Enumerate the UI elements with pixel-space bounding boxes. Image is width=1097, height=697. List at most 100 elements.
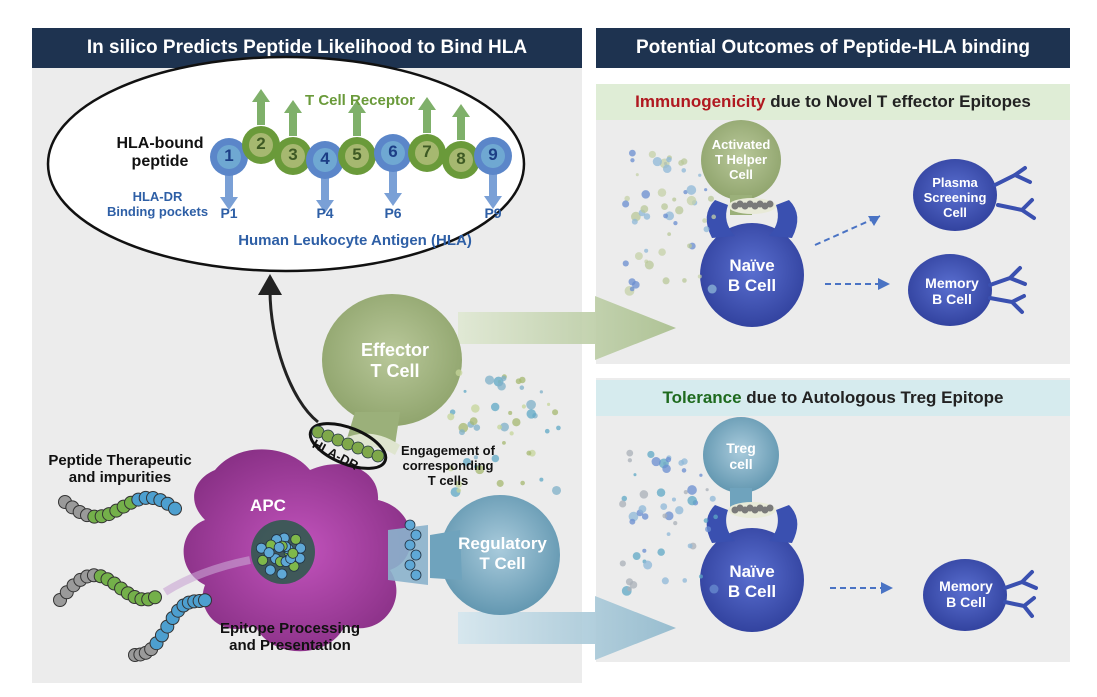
cytokine-dot bbox=[657, 548, 665, 556]
pocket-arrow-head bbox=[220, 197, 238, 210]
cytokine-dot bbox=[635, 173, 639, 177]
hla-bound-line1: HLA-bound bbox=[116, 135, 204, 152]
cytokine-dot bbox=[497, 424, 503, 430]
cytokine-dot bbox=[678, 160, 685, 166]
cytokine-dot bbox=[631, 211, 641, 222]
treg-line1: Treg bbox=[726, 440, 756, 456]
cytokine-dot bbox=[455, 369, 463, 377]
cytokine-dot bbox=[628, 149, 636, 157]
cytokine-dot bbox=[656, 488, 666, 497]
cytokine-dot bbox=[673, 520, 678, 526]
cytokine-dot bbox=[681, 468, 687, 473]
cytokine-dot bbox=[703, 226, 710, 233]
cytokine-dot bbox=[463, 389, 467, 393]
cytokine-dot bbox=[652, 156, 662, 167]
cytokine-dots-top bbox=[622, 149, 717, 296]
pocket-arrow bbox=[225, 175, 233, 199]
tcr-arrow bbox=[289, 111, 297, 136]
cytokine-dot bbox=[552, 409, 559, 416]
cytokine-dot bbox=[705, 526, 712, 533]
pocket-arrow-head bbox=[384, 193, 402, 206]
engagement-line1: Engagement of bbox=[401, 443, 495, 458]
cytokine-dot bbox=[496, 479, 504, 487]
binding-pockets-label: HLA-DR Binding pockets bbox=[95, 189, 220, 220]
pocket-P9: P9 bbox=[484, 205, 502, 221]
cytokine-dot bbox=[622, 260, 629, 267]
cytokine-dot bbox=[490, 402, 500, 412]
naive-b-cell-top-label: Naïve B Cell bbox=[712, 256, 792, 295]
cytokine-dot bbox=[675, 206, 684, 215]
cytokine-dot bbox=[641, 190, 650, 199]
cytokine-dot bbox=[626, 449, 634, 457]
cytokine-dot bbox=[681, 168, 687, 173]
treg-peptides bbox=[731, 504, 774, 514]
cytokine-dot bbox=[638, 505, 647, 513]
peptide-bead-core-5 bbox=[345, 144, 369, 168]
cytokine-dot bbox=[473, 424, 481, 431]
tolerance-word: Tolerance bbox=[662, 388, 742, 407]
hla-bound-line2: peptide bbox=[131, 153, 189, 171]
tcr-arrow bbox=[457, 115, 465, 140]
nucleus-bead bbox=[295, 542, 306, 554]
naive-top-line2: B Cell bbox=[727, 275, 777, 295]
cytokine-dot bbox=[629, 286, 635, 292]
th-line1: Activated bbox=[711, 137, 771, 152]
naive-bot-line1: Naïve bbox=[729, 562, 775, 581]
cytokine-dot bbox=[639, 490, 649, 499]
zoom-arrow bbox=[268, 289, 319, 424]
cytokine-dot bbox=[509, 431, 514, 436]
cytokine-dot bbox=[687, 495, 697, 506]
cytokine-dot bbox=[627, 458, 633, 463]
engagement-label: Engagement of corresponding T cells bbox=[388, 443, 508, 489]
reg-bead bbox=[404, 519, 416, 531]
peptide-bead-core-8 bbox=[449, 148, 473, 172]
memory-b-cell-top bbox=[908, 254, 1027, 326]
cytokine-dot bbox=[642, 548, 647, 553]
cytokine-dot bbox=[629, 581, 638, 589]
cytokine-dot bbox=[711, 214, 717, 220]
cytokine-dots-bottom bbox=[619, 449, 719, 596]
cytokine-dot bbox=[634, 252, 643, 261]
naive-bot-line2: B Cell bbox=[727, 581, 777, 601]
cytokine-dot bbox=[666, 532, 671, 537]
cytokine-dot bbox=[683, 190, 688, 195]
cytokine-dot bbox=[547, 402, 551, 406]
tcr-arrow-head bbox=[418, 97, 436, 110]
activated-t-helper-label: Activated T Helper Cell bbox=[700, 137, 782, 183]
epitope-line2: and Presentation bbox=[229, 637, 351, 655]
cytokine-dot bbox=[630, 158, 635, 163]
cytokine-dot bbox=[456, 488, 462, 493]
uptake-arrow bbox=[162, 556, 251, 596]
pocket-arrow bbox=[321, 178, 329, 202]
cytokine-dot bbox=[704, 188, 708, 192]
cytokine-dot bbox=[497, 381, 506, 391]
cytokine-dot bbox=[698, 574, 703, 579]
cytokine-dot bbox=[713, 514, 718, 520]
cytokine-dot bbox=[661, 203, 668, 210]
position-7: 7 bbox=[422, 142, 432, 161]
peptide-line1: Peptide Therapeutic bbox=[48, 452, 192, 469]
cytokine-dot bbox=[475, 465, 485, 475]
hla-dr-bead bbox=[371, 449, 385, 463]
nucleus-bead bbox=[263, 547, 275, 558]
cytokine-dot bbox=[622, 200, 630, 208]
plasma-cell bbox=[913, 159, 1036, 231]
cytokine-dot bbox=[471, 404, 480, 413]
pocket-arrow bbox=[389, 171, 397, 195]
cytokine-dot bbox=[629, 518, 636, 525]
peptide-bead-core-2 bbox=[249, 133, 273, 157]
peptide-bead-core-1 bbox=[217, 145, 241, 169]
engagement-line3: T cells bbox=[427, 472, 469, 488]
cytokine-dot bbox=[665, 456, 672, 463]
peptide-therapeutic-label: Peptide Therapeutic and impurities bbox=[40, 452, 200, 487]
bound-peptide-bead bbox=[766, 504, 774, 512]
cytokine-dot bbox=[675, 506, 684, 515]
cytokine-dot bbox=[687, 543, 693, 549]
tolerance-rest: due to Autologous Treg Epitope bbox=[741, 388, 1004, 407]
cytokine-dot bbox=[707, 195, 714, 202]
reg-bead bbox=[410, 549, 422, 561]
immunogenicity-subheader: Immunogenicity due to Novel T effector E… bbox=[596, 84, 1070, 120]
cytokine-dot bbox=[682, 578, 688, 583]
peptide-bead-core-9 bbox=[481, 144, 505, 168]
cytokine-dots-left bbox=[447, 369, 562, 497]
